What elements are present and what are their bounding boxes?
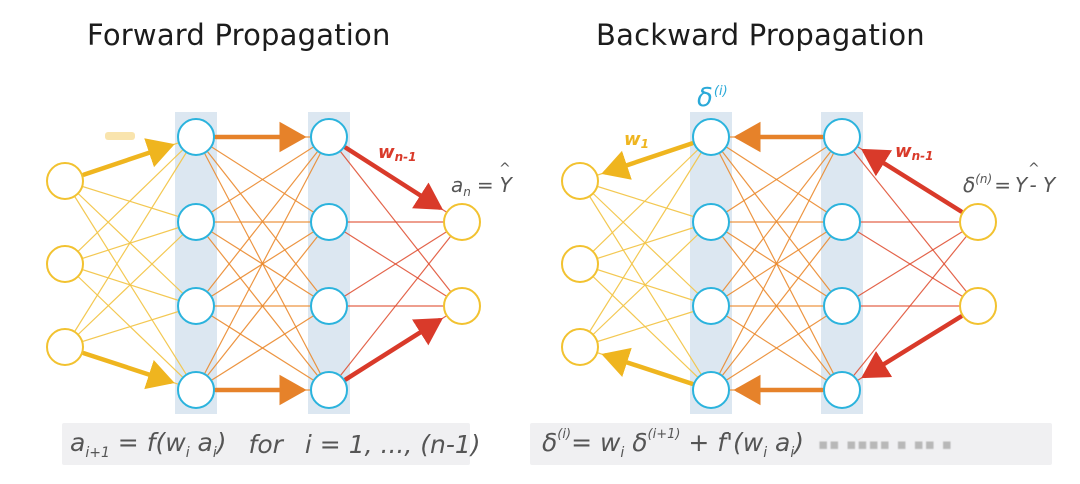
backward-hidden1-node-2 xyxy=(692,203,730,241)
backward-edge-input-hidden1 xyxy=(579,180,712,223)
backward-hidden2-node-1 xyxy=(823,118,861,156)
backward-band-hidden-2 xyxy=(821,112,863,414)
backward-formula: δ(i)= wi δ(i+1) + f'(wi ai) ▪▪ ▪▪▪▪ ▪ ▪▪… xyxy=(530,423,1052,465)
forward-arrow-input-top xyxy=(81,138,175,177)
forward-formula-for: for xyxy=(248,429,283,459)
forward-input-node-2 xyxy=(46,245,84,283)
forward-arrow-input-bottom xyxy=(81,350,175,390)
backward-output-node-1 xyxy=(959,203,997,241)
backward-output-label: δ(n)=Y- Y xyxy=(963,172,1057,197)
backward-arrow-input-bottom xyxy=(601,347,695,387)
backward-edge-hidden1-hidden2 xyxy=(710,221,843,391)
forward-hat-icon: ^ xyxy=(499,161,511,177)
forward-edge-hidden1-hidden2 xyxy=(195,136,330,391)
propagation-arrows xyxy=(81,121,964,406)
forward-weight-label: wn-1 xyxy=(378,142,417,164)
neuron-nodes xyxy=(46,118,997,409)
backward-output-node-2 xyxy=(959,287,997,325)
backward-wn-label: wn-1 xyxy=(895,141,934,163)
backward-input-node-1 xyxy=(561,162,599,200)
backward-arrow-output-bottom xyxy=(861,314,964,379)
backward-hidden1-node-3 xyxy=(692,287,730,325)
backward-edge-hidden1-hidden2 xyxy=(710,136,843,223)
forward-formula-lhs: ai+1 = f(wi ai) xyxy=(70,427,227,461)
forward-output-node-2 xyxy=(443,287,481,325)
forward-arrow-output-bottom xyxy=(343,318,443,382)
forward-formula: ai+1 = f(wi ai) for i = 1, ..., (n-1) xyxy=(62,423,481,465)
forward-formula-range: i = 1, ..., (n-1) xyxy=(304,429,481,459)
backward-hidden1-node-1 xyxy=(692,118,730,156)
forward-edge-hidden1-hidden2 xyxy=(195,221,330,391)
backward-hidden2-node-2 xyxy=(823,203,861,241)
forward-band-hidden-2 xyxy=(308,112,350,414)
forward-hidden2-node-3 xyxy=(310,287,348,325)
forward-hidden1-node-3 xyxy=(177,287,215,325)
forward-input-node-3 xyxy=(46,328,84,366)
backward-edge-hidden2-output xyxy=(841,221,979,307)
backward-edge-input-hidden1 xyxy=(579,136,712,265)
forward-band-hidden-1 xyxy=(175,112,217,414)
forward-edge-hidden1-hidden2 xyxy=(195,136,330,223)
forward-output-node-1 xyxy=(443,203,481,241)
backward-band-hidden-1 xyxy=(690,112,732,414)
backward-edge-input-hidden1 xyxy=(579,136,712,348)
backward-hidden2-node-4 xyxy=(823,371,861,409)
backward-arrow-output-top xyxy=(861,148,964,214)
backward-edge-hidden1-hidden2 xyxy=(710,136,843,391)
backward-edge-hidden1-hidden2 xyxy=(710,305,843,391)
forward-edge-hidden2-output xyxy=(328,221,463,307)
backward-input-node-3 xyxy=(561,328,599,366)
backward-edge-input-hidden1 xyxy=(579,305,712,348)
backward-edge-hidden1-hidden2 xyxy=(710,136,843,307)
forward-hidden1-node-2 xyxy=(177,203,215,241)
backward-title: Backward Propagation xyxy=(596,18,925,52)
backward-formula-expr: δ(i)= wi δ(i+1) + f'(wi ai) xyxy=(542,427,805,461)
forward-edge-input-hidden1 xyxy=(64,180,197,223)
forward-hidden1-node-4 xyxy=(177,371,215,409)
backward-hidden1-node-4 xyxy=(692,371,730,409)
backward-hidden2-node-3 xyxy=(823,287,861,325)
forward-title: Forward Propagation xyxy=(87,18,391,52)
forward-edge-input-hidden1 xyxy=(64,305,197,348)
forward-edge-hidden1-hidden2 xyxy=(195,136,330,307)
backward-hat-icon: ^ xyxy=(1028,161,1040,177)
forward-faded-label xyxy=(105,132,135,140)
forward-edge-input-hidden1 xyxy=(64,221,197,348)
forward-hidden2-node-2 xyxy=(310,203,348,241)
backward-input-node-2 xyxy=(561,245,599,283)
watermark-smudge: ▪▪ ▪▪▪▪ ▪ ▪▪ ▪ xyxy=(818,435,953,453)
forward-output-label: an=Y xyxy=(451,173,514,199)
backward-w1-label: w1 xyxy=(624,129,649,151)
backward-delta-label: δ(i) xyxy=(697,83,728,113)
backward-arrow-input-top xyxy=(601,141,695,180)
hidden-layer-bands xyxy=(175,112,863,414)
forward-hidden1-node-1 xyxy=(177,118,215,156)
forward-edge-input-hidden1 xyxy=(64,136,197,348)
forward-input-node-1 xyxy=(46,162,84,200)
forward-hidden2-node-4 xyxy=(310,371,348,409)
backward-edge-input-hidden1 xyxy=(579,221,712,348)
forward-arrow-output-top xyxy=(343,145,444,210)
forward-hidden2-node-1 xyxy=(310,118,348,156)
forward-edge-hidden2-output xyxy=(328,221,463,391)
forward-edge-hidden1-hidden2 xyxy=(195,305,330,391)
